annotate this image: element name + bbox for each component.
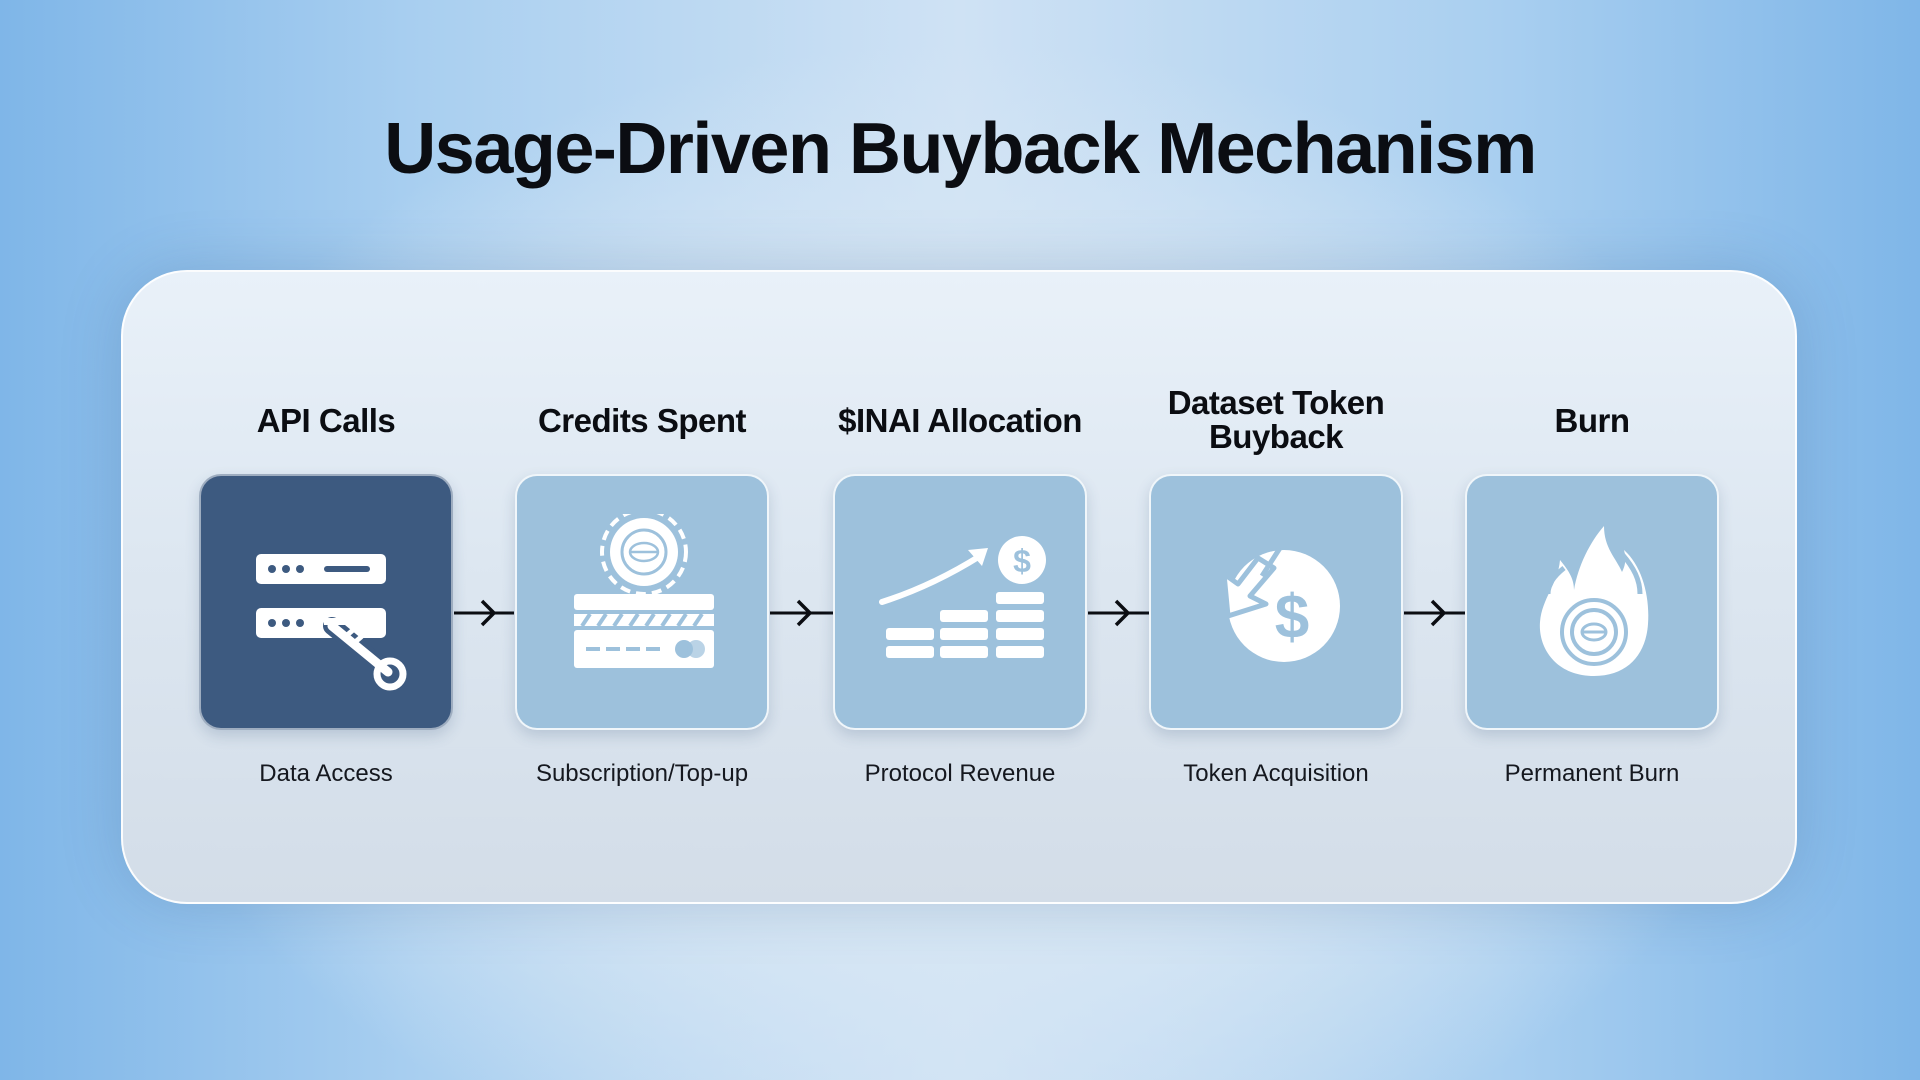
step-title: API Calls (256, 402, 396, 439)
step-card: $ (833, 474, 1087, 730)
step-title: Credits Spent (537, 402, 747, 439)
step-subtitle: Data Access (259, 760, 393, 787)
arrow-right-icon (454, 599, 514, 627)
dollar-buyback-icon: $ (1221, 546, 1340, 662)
arrow-right-icon (770, 599, 834, 627)
revenue-growth-icon: $ (879, 536, 1046, 658)
step-subtitle: Protocol Revenue (864, 760, 1056, 787)
step-title: Dataset Token Buyback (1167, 384, 1385, 455)
diagram-title: Usage-Driven Buyback Mechanism (384, 109, 1537, 189)
step-title: Burn (1554, 402, 1631, 439)
svg-text:$: $ (1013, 543, 1031, 579)
step-card: $ (1149, 474, 1403, 730)
step-subtitle: Permanent Burn (1504, 760, 1680, 787)
step-card (199, 474, 453, 730)
step-card (1465, 474, 1719, 730)
arrow-right-icon (1088, 599, 1150, 627)
step-card (515, 474, 769, 730)
step-subtitle: Subscription/Top-up (535, 760, 749, 787)
step-subtitle: Token Acquisition (1183, 760, 1369, 787)
step-title: $INAI Allocation (838, 402, 1082, 439)
credit-card-coin-icon (574, 514, 714, 668)
svg-text:$: $ (1275, 583, 1309, 652)
server-key-icon (256, 554, 407, 691)
flame-token-icon (1539, 526, 1649, 676)
arrow-right-icon (1404, 599, 1466, 627)
